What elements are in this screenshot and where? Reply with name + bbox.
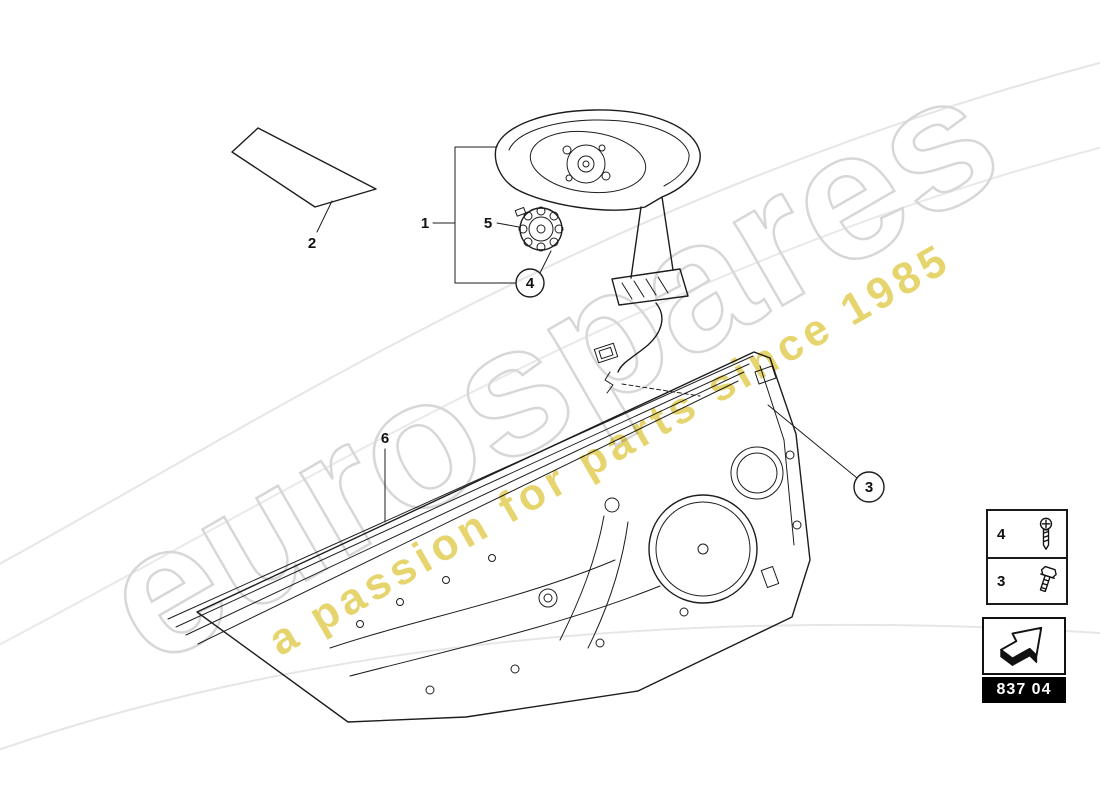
screw-icon — [1039, 517, 1053, 550]
callout-3-circle[interactable] — [853, 471, 885, 503]
callout-1-leader — [432, 146, 516, 284]
callout-4-circle[interactable] — [515, 268, 545, 298]
diagram-code: 837 04 — [982, 677, 1066, 703]
callout-4-leader — [539, 250, 552, 274]
diagram-thumbnail[interactable] — [982, 617, 1066, 675]
callout-6[interactable]: 6 — [381, 430, 389, 447]
mirror-wiring-harness-drawing — [593, 302, 701, 397]
fastener-legend: 4 3 — [986, 509, 1068, 605]
door-panel-drawing — [167, 351, 811, 723]
callout-5[interactable]: 5 — [484, 215, 492, 232]
legend-row-screw[interactable]: 4 — [988, 511, 1066, 557]
mirror-motor-drawing — [514, 206, 564, 252]
callout-3[interactable]: 3 — [865, 479, 873, 496]
mirror-glass-drawing — [231, 127, 377, 233]
callout-1[interactable]: 1 — [421, 215, 429, 232]
bolt-icon — [1039, 565, 1057, 593]
callout-2[interactable]: 2 — [308, 235, 316, 252]
callout-5-leader — [496, 222, 520, 228]
mirror-housing-drawing — [494, 109, 701, 306]
direction-arrow-icon — [1000, 626, 1043, 666]
legend-number: 4 — [997, 525, 1006, 543]
callout-4[interactable]: 4 — [526, 275, 535, 292]
diagram-code-box: 837 04 — [982, 617, 1066, 703]
legend-number: 3 — [997, 572, 1006, 590]
legend-row-bolt[interactable]: 3 — [988, 557, 1066, 603]
callout-3-leader — [767, 404, 858, 479]
